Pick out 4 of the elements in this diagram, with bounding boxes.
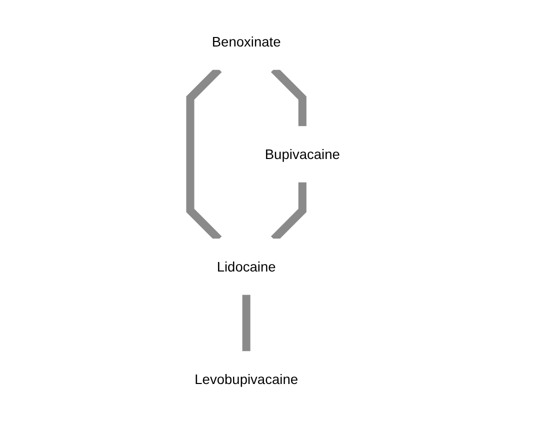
node-text: Bupivacaine xyxy=(265,146,340,162)
connector xyxy=(242,294,251,352)
node-text: Levobupivacaine xyxy=(194,371,298,388)
node-text: Benoxinate xyxy=(212,34,282,50)
